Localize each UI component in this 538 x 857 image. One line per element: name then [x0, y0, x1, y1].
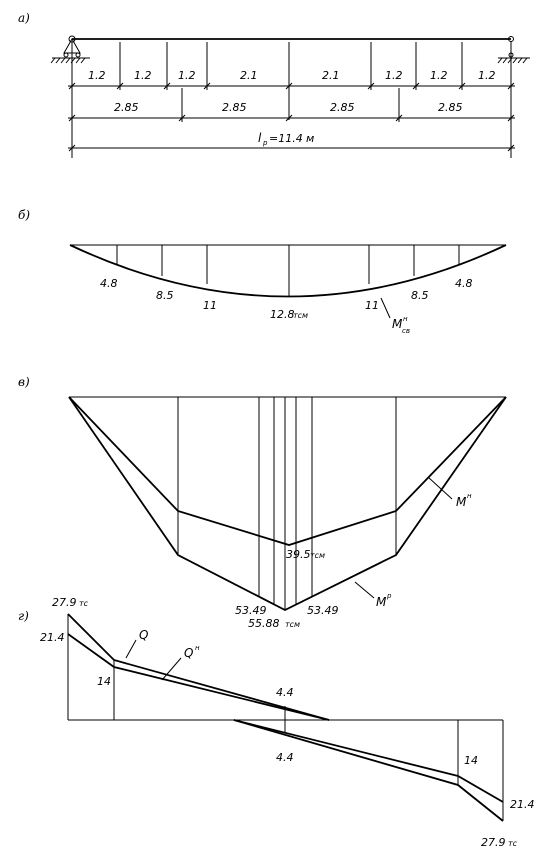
b-curve-label: М н св — [392, 315, 410, 335]
g-right-inner: 14 — [464, 754, 478, 767]
g-q-symbol: Q — [139, 628, 148, 642]
v-center-unit: тсм — [285, 620, 300, 629]
v-mid-unit: тсм — [310, 551, 325, 560]
v-leader-normative — [427, 476, 453, 500]
svg-text:н: н — [403, 315, 408, 323]
svg-text:=11.4: =11.4 — [269, 132, 303, 145]
g-qn-leader — [161, 657, 182, 681]
shear-diagram-g: г) 27.9 тс 21.4 14 Q Q н 4.4 4.4 14 21.4 — [18, 596, 535, 849]
dim-small-3: 1.2 — [178, 69, 196, 82]
section-label-v: в) — [18, 375, 30, 389]
b-label-2: 8.5 — [156, 289, 174, 302]
g-ordinates — [113, 660, 459, 785]
svg-text:М: М — [392, 317, 403, 331]
section-label-a: а) — [18, 11, 30, 25]
v-right-value: 53.49 — [307, 604, 339, 617]
section-label-g: г) — [18, 609, 29, 623]
svg-text:р: р — [262, 139, 268, 147]
svg-text:р: р — [386, 592, 392, 600]
g-left-value: 21.4 — [40, 631, 65, 644]
moment-diagram-b: б) 4.8 8.5 11 12.8 тсм 11 8.5 4.8 М н св — [18, 208, 507, 335]
b-label-4: 12.8 — [270, 308, 295, 321]
b-label-3: 11 — [203, 299, 217, 312]
svg-text:l: l — [258, 131, 262, 145]
svg-text:М: М — [376, 595, 387, 609]
b-label-7: 4.8 — [455, 277, 473, 290]
section-label-b: б) — [18, 208, 30, 222]
dim-medium-3: 2.85 — [330, 101, 355, 114]
g-mid-upper: 4.4 — [276, 686, 294, 699]
v-label-normative: М н — [456, 492, 472, 509]
v-curve-design — [68, 396, 507, 612]
dim-medium-2: 2.85 — [222, 101, 247, 114]
g-q-leader — [125, 639, 137, 659]
g-bottom-right-unit: тс — [508, 839, 518, 848]
g-left-inner: 14 — [97, 675, 111, 688]
v-leader-design — [354, 581, 375, 599]
svg-text:н: н — [195, 644, 200, 652]
g-curve-q-upper — [67, 613, 330, 721]
v-label-design: М р — [376, 592, 392, 609]
b-moment-curve — [69, 244, 507, 298]
b-ordinates — [116, 245, 460, 296]
svg-text:св: св — [402, 327, 410, 335]
b-label-5: 11 — [365, 299, 379, 312]
dim-small-6: 1.2 — [385, 69, 403, 82]
svg-text:М: М — [456, 495, 467, 509]
v-left-value: 53.49 — [235, 604, 267, 617]
svg-text:Q: Q — [184, 646, 193, 660]
svg-text:м: м — [306, 132, 314, 145]
v-mid-value: 39.5 — [286, 548, 311, 561]
b-label-6: 8.5 — [411, 289, 429, 302]
dim-small-2: 1.2 — [134, 69, 152, 82]
dim-medium-1: 2.85 — [114, 101, 139, 114]
g-qn-label: Q н — [184, 644, 200, 660]
dim-small-4: 2.1 — [240, 69, 258, 82]
left-support — [50, 35, 90, 64]
g-bottom-right-value: 27.9 — [481, 836, 506, 849]
b-leader — [380, 297, 391, 319]
svg-text:н: н — [467, 492, 472, 500]
total-span-label: l р =11.4 м — [258, 131, 314, 147]
g-top-left-value: 27.9 — [52, 596, 77, 609]
right-support — [497, 36, 530, 64]
g-mid-lower: 4.4 — [276, 751, 294, 764]
g-right-value: 21.4 — [510, 798, 535, 811]
dimension-lines — [68, 82, 515, 152]
b-unit: тсм — [293, 311, 308, 320]
dim-small-7: 1.2 — [430, 69, 448, 82]
dim-small-5: 2.1 — [322, 69, 340, 82]
dim-small-8: 1.2 — [478, 69, 496, 82]
small-dimension-ticks — [71, 42, 512, 158]
g-curve-q-lower — [233, 719, 504, 822]
v-center-value: 55.88 — [248, 617, 280, 630]
v-curve-normative — [68, 396, 507, 546]
v-ordinates — [177, 397, 397, 610]
moment-diagram-v: в) 39.5 тсм 53.49 55.88 тсм 53.49 М н М … — [18, 375, 507, 630]
b-label-1: 4.8 — [100, 277, 118, 290]
span-scheme: а) — [18, 11, 530, 158]
dim-small-1: 1.2 — [88, 69, 106, 82]
g-top-left-unit: тс — [79, 599, 89, 608]
dim-medium-4: 2.85 — [438, 101, 463, 114]
